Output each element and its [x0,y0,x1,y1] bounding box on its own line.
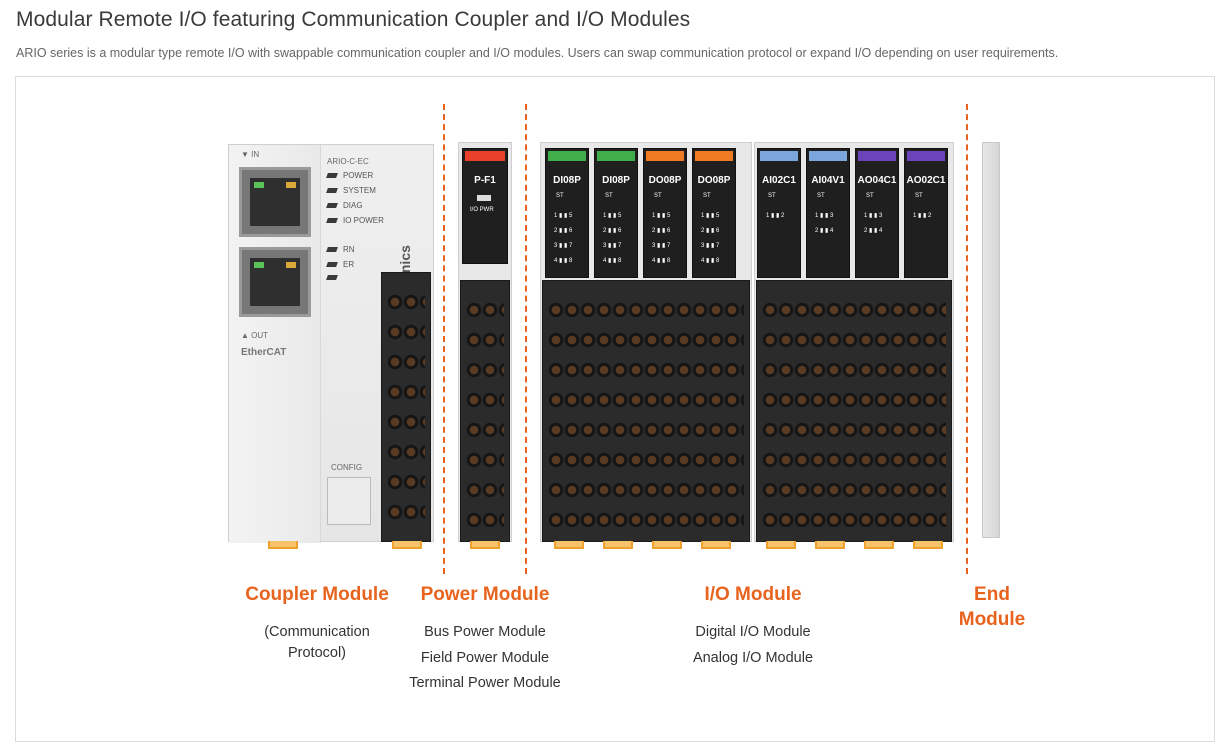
config-port-cover [327,477,371,525]
led-spare [326,275,343,280]
led-diag: DIAG [326,201,363,210]
io-latch [603,541,633,549]
led-rn: RN [326,245,355,254]
power-latch [470,541,500,549]
coupler-module-device: ▼ IN ▲ OUT EtherCAT ARIO-C-EC POWER SYST… [228,144,434,543]
caption-coupler-line: (Communication [264,624,370,640]
port-in-label: ▼ IN [241,150,260,159]
io-module-face-ao02c1: AO02C1 ST 1 ▮ ▮ 2 [904,148,948,278]
ethercat-logo: EtherCAT [241,347,287,358]
analog-io-terminal-block [756,280,952,542]
io-module-label: DO08P [648,175,682,186]
io-latch [864,541,894,549]
io-latch [652,541,682,549]
power-terminal-block [460,280,510,542]
led-system: SYSTEM [326,186,376,195]
io-module-label: AI04V1 [811,175,845,186]
io-module-label: AO04C1 [857,175,897,186]
io-module-face-ai02c1: AI02C1 ST 1 ▮ ▮ 2 [757,148,801,278]
io-module-label: DO08P [697,175,731,186]
caption-io-title: I/O Module [704,584,802,605]
led-io-power: IO POWER [326,216,384,225]
io-latch [701,541,731,549]
divider-coupler-power [443,104,445,574]
power-module-cap [465,151,505,161]
led-power: POWER [326,171,373,180]
power-module-sub: I/O PWR [470,207,494,213]
io-module-label: AI02C1 [762,175,796,186]
power-module-label: P-F1 [474,175,496,186]
ethernet-in-port [239,167,311,237]
ethernet-out-port [239,247,311,317]
io-latch [913,541,943,549]
end-module-device [982,142,1000,538]
coupler-terminal-block [381,272,431,542]
divider-io-end [966,104,968,574]
caption-io-line: Digital I/O Module [695,624,811,640]
led-er: ER [326,260,354,269]
caption-coupler-title: Coupler Module [245,584,389,605]
port-out-label: ▲ OUT [241,331,269,340]
caption-power-title: Power Module [420,584,550,605]
io-latch [766,541,796,549]
digital-io-terminal-block [542,280,750,542]
page-description: ARIO series is a modular type remote I/O… [16,46,1059,60]
io-latch [554,541,584,549]
io-module-label: DI08P [553,175,581,186]
power-module-face: P-F1 I/O PWR [462,148,508,264]
caption-power-line: Field Power Module [420,650,550,666]
io-latch [815,541,845,549]
page-title: Modular Remote I/O featuring Communicati… [16,8,691,31]
caption-power-line: Terminal Power Module [409,675,561,691]
io-module-label: DI08P [602,175,630,186]
caption-end-title: End Module [958,584,1026,630]
config-label: CONFIG [331,463,363,472]
caption-power-line: Bus Power Module [424,624,546,640]
coupler-latch-left [268,541,298,549]
caption-coupler-line: Protocol) [287,645,347,661]
io-module-label: AO02C1 [906,175,946,186]
caption-io-line: Analog I/O Module [692,650,814,666]
divider-power-io [525,104,527,574]
coupler-latch-right [392,541,422,549]
coupler-model-label: ARIO-C-EC [327,157,369,166]
